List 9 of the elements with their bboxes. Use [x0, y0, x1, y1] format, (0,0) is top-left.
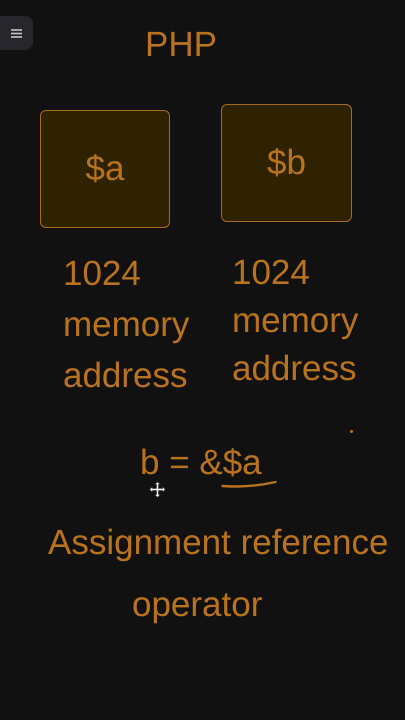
variable-box: [221, 104, 352, 222]
memory-address-caption: 1024 memory address: [232, 252, 360, 390]
heading: PHP: [144, 25, 218, 65]
variable-name: $b: [267, 143, 306, 183]
note-text: Assignment reference operator: [48, 522, 390, 626]
memory-address-caption: 1024 memory address: [63, 253, 190, 397]
variable-name: $a: [86, 149, 124, 189]
code-expression: b = &$a: [140, 447, 262, 479]
variable-box: [40, 110, 170, 228]
